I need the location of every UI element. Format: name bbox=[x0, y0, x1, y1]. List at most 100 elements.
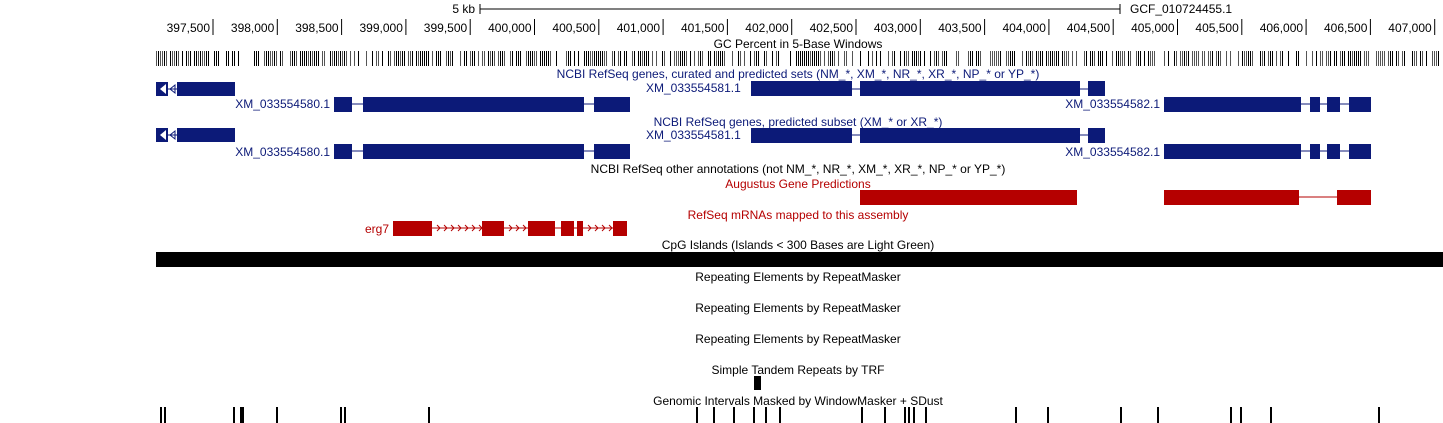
gene-xm-033554580[interactable] bbox=[334, 144, 630, 159]
refseq-mrna-track[interactable]: erg7 bbox=[365, 221, 627, 236]
gc-bar bbox=[626, 51, 627, 66]
gc-bar bbox=[422, 51, 423, 66]
gc-bar bbox=[316, 51, 317, 66]
gc-bar bbox=[1404, 51, 1405, 66]
ruler-tick-label: 406,000 bbox=[1260, 21, 1304, 35]
gc-bar bbox=[482, 51, 483, 66]
assembly-label: GCF_010724455.1 bbox=[1130, 2, 1232, 16]
gc-bar bbox=[624, 51, 625, 66]
gc-bar bbox=[1426, 51, 1427, 66]
mrna-label-erg7[interactable]: erg7 bbox=[365, 222, 389, 236]
exon bbox=[1088, 81, 1105, 96]
refseq-predicted-track[interactable]: XM_033554581.1 XM_033554580.1 XM_0335545… bbox=[156, 128, 1371, 159]
strand-arrow-icon bbox=[160, 130, 166, 140]
gc-bar bbox=[1248, 51, 1249, 66]
gc-bar bbox=[1064, 51, 1065, 66]
gene-label-xm-033554580[interactable]: XM_033554580.1 bbox=[235, 145, 330, 159]
gc-bar bbox=[716, 51, 717, 66]
strand-arrow-icon bbox=[450, 224, 455, 232]
windowmasker-track[interactable] bbox=[160, 407, 1380, 423]
masked-interval bbox=[1230, 407, 1232, 423]
exon bbox=[334, 97, 352, 112]
gc-bar bbox=[418, 51, 419, 66]
gc-bar bbox=[594, 51, 595, 66]
gc-bar bbox=[1268, 51, 1269, 66]
masked-interval bbox=[344, 407, 346, 423]
gc-bar bbox=[972, 51, 973, 66]
gc-bar bbox=[504, 51, 505, 66]
gc-bar bbox=[860, 51, 861, 66]
exon bbox=[577, 221, 583, 236]
gc-bar bbox=[570, 51, 571, 66]
gc-bar bbox=[1220, 51, 1221, 66]
gc-bar bbox=[1360, 51, 1361, 66]
gc-bar bbox=[892, 51, 893, 66]
gc-bar bbox=[1396, 51, 1397, 66]
gc-bar bbox=[1354, 51, 1355, 66]
masked-interval bbox=[904, 407, 906, 423]
gene-xm-033554582[interactable] bbox=[1164, 144, 1371, 159]
exon bbox=[613, 221, 627, 236]
gc-bar bbox=[880, 51, 881, 66]
gc-bar bbox=[556, 51, 557, 66]
gc-bar bbox=[754, 51, 755, 66]
cpg-island[interactable] bbox=[156, 252, 1443, 267]
gene-label-xm-033554582[interactable]: XM_033554582.1 bbox=[1065, 145, 1160, 159]
gene-label-xm-033554582[interactable]: XM_033554582.1 bbox=[1065, 97, 1160, 111]
gc-bar bbox=[1136, 51, 1137, 66]
gene-xm-033554581[interactable] bbox=[751, 81, 1105, 96]
exon bbox=[594, 144, 630, 159]
gc-bar bbox=[296, 51, 297, 66]
gc-bar bbox=[460, 51, 461, 66]
gc-bar bbox=[1210, 51, 1211, 66]
gc-bar bbox=[202, 51, 203, 66]
gc-bar bbox=[1150, 51, 1151, 66]
gc-bar bbox=[700, 51, 701, 66]
gc-bar bbox=[924, 51, 925, 66]
gc-bar bbox=[536, 51, 537, 66]
gc-bar bbox=[778, 51, 779, 66]
gc-bar bbox=[1102, 51, 1103, 66]
gc-bar bbox=[162, 51, 163, 66]
gc-bar bbox=[334, 51, 335, 66]
gc-bar bbox=[1216, 51, 1217, 66]
gc-bar bbox=[686, 51, 687, 66]
gc-bar bbox=[814, 51, 815, 66]
trf-title: Simple Tandem Repeats by TRF bbox=[712, 363, 885, 377]
gene-xm-033554581[interactable] bbox=[751, 128, 1105, 143]
gene-xm-033554582[interactable] bbox=[1164, 97, 1371, 112]
gc-bar bbox=[998, 51, 999, 66]
gc-bar bbox=[620, 51, 621, 66]
gc-bar bbox=[732, 51, 733, 66]
gc-bar bbox=[1312, 51, 1313, 66]
masked-interval bbox=[908, 407, 910, 423]
gc-bar bbox=[690, 51, 691, 66]
masked-interval bbox=[340, 407, 342, 423]
gc-bar bbox=[1398, 51, 1399, 66]
gc-bar bbox=[1054, 51, 1055, 66]
gc-percent-track[interactable] bbox=[156, 51, 1439, 66]
gc-bar bbox=[420, 51, 421, 66]
gene-label-xm-033554581[interactable]: XM_033554581.1 bbox=[646, 128, 741, 142]
refseq-curated-track[interactable]: XM_033554581.1 XM_033554580.1 XM_0335545… bbox=[156, 81, 1371, 112]
augustus-track[interactable] bbox=[860, 190, 1371, 205]
gc-bar bbox=[272, 51, 273, 66]
gene-xm-033554580[interactable] bbox=[334, 97, 630, 112]
masked-interval bbox=[276, 407, 278, 423]
gc-bar bbox=[1208, 51, 1209, 66]
gc-bar bbox=[218, 51, 219, 66]
tandem-repeat[interactable] bbox=[754, 376, 761, 390]
exon bbox=[363, 97, 584, 112]
gene-label-xm-033554581[interactable]: XM_033554581.1 bbox=[646, 81, 741, 95]
gene-xm-033554580-row-top[interactable] bbox=[156, 82, 235, 96]
gc-bar bbox=[612, 51, 613, 66]
repeatmasker-title: Repeating Elements by RepeatMasker bbox=[695, 301, 900, 315]
gc-bar bbox=[416, 51, 417, 66]
gene-xm-033554580-row-top[interactable] bbox=[156, 128, 235, 142]
gene-label-xm-033554580[interactable]: XM_033554580.1 bbox=[235, 97, 330, 111]
gc-bar bbox=[228, 51, 229, 66]
scale-bar: 5 kb GCF_010724455.1 bbox=[452, 2, 1232, 16]
gc-bar bbox=[1438, 51, 1439, 66]
